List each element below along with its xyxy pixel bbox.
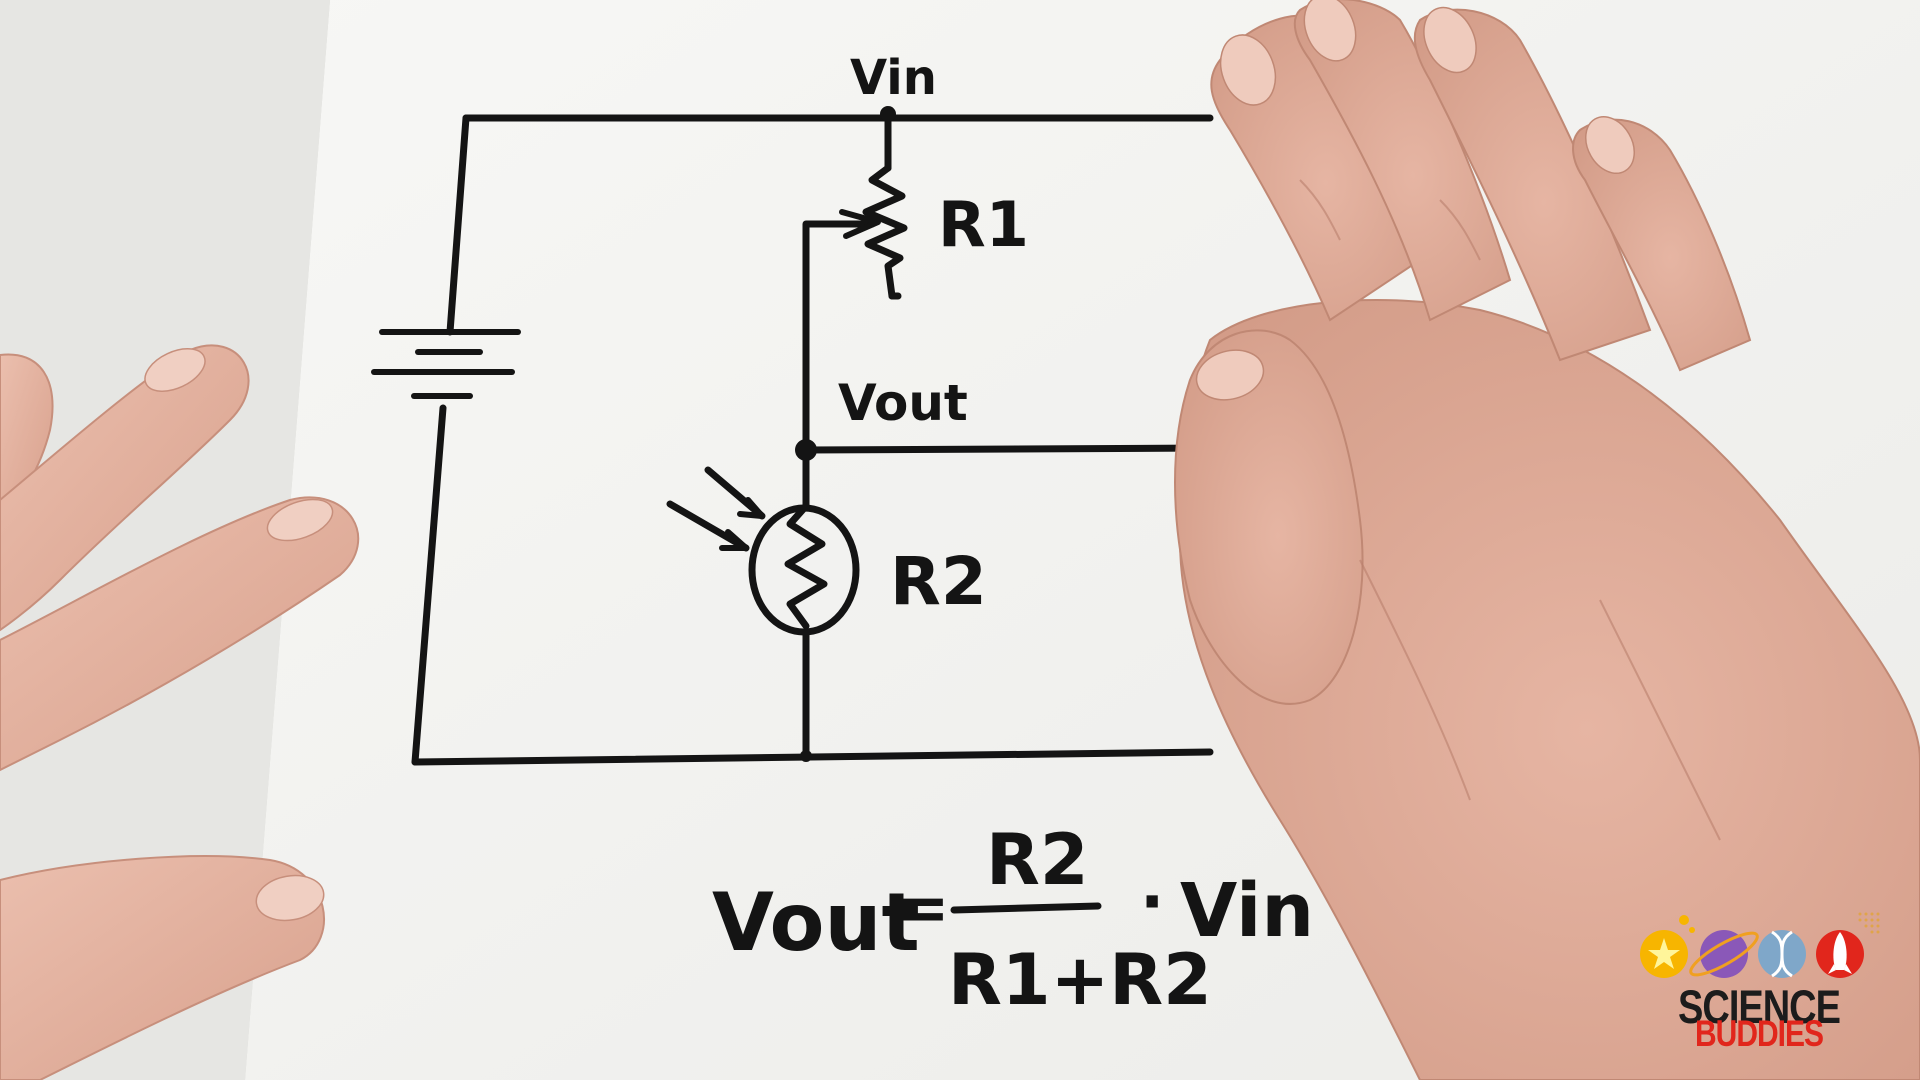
left-nails (144, 348, 334, 922)
sun-icon (1640, 915, 1695, 978)
potentiometer-r1 (862, 164, 908, 300)
battery-symbol (371, 329, 521, 399)
left-hand (0, 344, 360, 1080)
formula-denominator: R1+R2 (948, 939, 1212, 1021)
dot-grid-icon (1858, 912, 1880, 934)
fraction-bar (950, 902, 1102, 914)
vout-node (795, 439, 817, 461)
vin-label: Vin (850, 50, 937, 106)
vin-node (880, 106, 896, 122)
formula-numerator: R2 (986, 819, 1089, 901)
planet-icon (1689, 930, 1759, 978)
science-buddies-logo: SCIENCE BUDDIES (1634, 906, 1884, 1056)
bottom-node (800, 750, 812, 762)
light-arrows (666, 466, 766, 552)
r1-label: R1 (938, 188, 1029, 261)
circuit-diagram (371, 108, 1214, 766)
rocket-icon (1816, 930, 1864, 978)
formula: Vout = R2 R1+R2 · Vin (712, 819, 1314, 1021)
right-nails (1195, 0, 1635, 401)
dna-icon (1758, 930, 1806, 978)
formula-equals: = (896, 872, 950, 946)
logo-icons (1640, 912, 1880, 978)
logo-science-text: SCIENCE (1678, 981, 1841, 1034)
formula-lhs: Vout (712, 876, 920, 969)
formula-rhs: Vin (1180, 868, 1314, 954)
r2-label: R2 (890, 543, 987, 620)
hand-details (1299, 179, 1721, 841)
logo-buddies-text: BUDDIES (1694, 1013, 1824, 1055)
right-hand (1174, 0, 1920, 1080)
formula-multiply: · (1140, 866, 1164, 940)
vout-label: Vout (838, 374, 968, 432)
